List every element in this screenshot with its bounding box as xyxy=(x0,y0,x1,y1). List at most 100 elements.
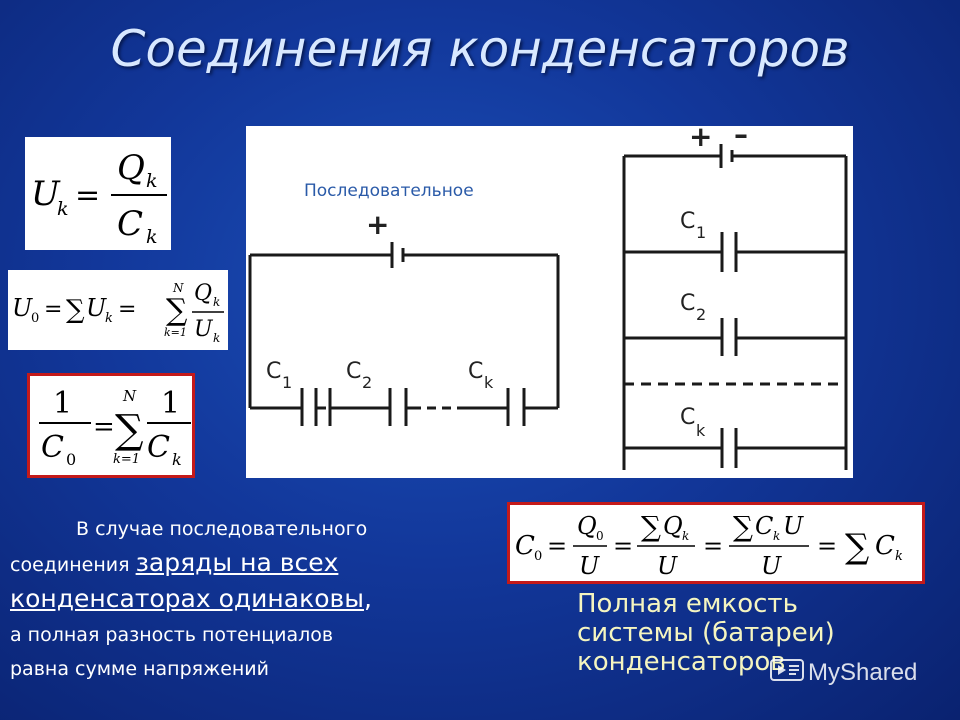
formula-upper-n: N xyxy=(122,387,137,405)
formula-upper-n: N xyxy=(172,281,184,295)
formula-lower-k1: k=1 xyxy=(113,452,140,467)
watermark-text: MyShared xyxy=(808,658,918,686)
series-cap-label-ck: C xyxy=(468,359,483,384)
formula-symbol-c: C xyxy=(117,204,143,244)
formula-symbol-c: C xyxy=(147,430,170,465)
formula-symbol-q: Q xyxy=(577,512,597,540)
formula-symbol-q: Q xyxy=(194,281,212,306)
series-capacitor-ck xyxy=(506,388,526,426)
formula-voltage-k: U k = Q k C k xyxy=(25,137,171,250)
formula-symbol-u: U xyxy=(12,294,33,322)
formula-symbol-u: U xyxy=(783,512,804,540)
formula-sum: ∑ xyxy=(845,527,869,567)
series-cap-sub-k: k xyxy=(484,373,494,392)
formula-sub-k: k xyxy=(57,198,69,220)
parallel-cap-sub-k: k xyxy=(696,421,706,440)
formula-sub-zero: 0 xyxy=(596,529,604,543)
formula-sum: ∑ xyxy=(66,295,85,325)
series-cap-label-c2: C xyxy=(346,359,361,384)
formula-sub-zero: 0 xyxy=(66,450,76,469)
parallel-cap-sub-2: 2 xyxy=(696,305,706,324)
formula-sub-k: k xyxy=(146,226,158,248)
series-capacitor-c1 xyxy=(300,388,318,426)
battery-plus-sign: + xyxy=(366,208,389,241)
series-cap-sub-2: 2 xyxy=(362,373,372,392)
parallel-rails xyxy=(622,156,848,470)
formula-series-capacity: 1 C 0 = N ∑ k=1 1 C k xyxy=(27,373,195,478)
series-text-line-2a: соединения xyxy=(10,554,136,576)
series-cap-label-c1: C xyxy=(266,359,281,384)
series-cap-sub-1: 1 xyxy=(282,373,292,392)
formula-equals: = xyxy=(44,297,62,322)
formula-one: 1 xyxy=(161,386,180,421)
formula-sum: ∑ xyxy=(115,407,144,453)
series-text-line-2: соединения заряды на всех xyxy=(10,546,480,582)
series-text-comma: , xyxy=(363,584,372,613)
formula-symbol-c: C xyxy=(41,430,64,465)
battery-plus-sign: + xyxy=(689,126,712,153)
series-text-line-3: конденсаторах одинаковы, xyxy=(10,582,480,618)
capacity-caption-line-3: конденсаторов xyxy=(577,647,786,677)
formula-sub-k: k xyxy=(146,170,158,192)
formula-symbol-u: U xyxy=(86,294,107,322)
formula-symbol-u: U xyxy=(761,552,782,580)
formula-symbol-u: U xyxy=(579,552,600,580)
formula-sub-k: k xyxy=(773,529,780,543)
formula-equals: = xyxy=(118,297,136,322)
parallel-branch-c2 xyxy=(624,318,846,356)
parallel-battery xyxy=(624,144,846,168)
series-text-underlined-charges: заряды на всех xyxy=(135,548,339,577)
formula-sub-k: k xyxy=(105,311,113,326)
formula-sub-zero: 0 xyxy=(534,549,542,564)
formula-sum: ∑ xyxy=(641,510,661,543)
formula-equals: = xyxy=(613,532,633,560)
formula-equals: = xyxy=(93,412,115,442)
series-text-underlined-equal: конденсаторах одинаковы xyxy=(10,584,364,613)
slide-title: Соединения конденсаторов xyxy=(110,20,850,78)
formula-symbol-c: C xyxy=(755,512,773,540)
series-text-line-1: В случае последовательного xyxy=(76,518,368,540)
series-connection-label: Последовательное xyxy=(304,181,474,201)
formula-total-voltage: U 0 = ∑ U k = N ∑ k=1 Q k U k xyxy=(8,270,228,350)
formula-equals: = xyxy=(547,532,567,560)
formula-lower-k1: k=1 xyxy=(164,326,187,339)
parallel-branch-ck xyxy=(624,428,846,468)
formula-symbol-c: C xyxy=(515,531,535,561)
parallel-cap-label-c2: C xyxy=(680,291,695,316)
series-text-line-4: а полная разность потенциалов xyxy=(10,624,334,646)
battery-minus-sign: – xyxy=(734,126,748,151)
parallel-cap-sub-1: 1 xyxy=(696,223,706,242)
formula-equals: = xyxy=(817,532,837,560)
formula-symbol-u: U xyxy=(657,552,678,580)
formula-sub-k: k xyxy=(895,549,903,564)
formula-symbol-c: C xyxy=(875,531,895,561)
formula-sub-k: k xyxy=(682,529,689,543)
series-loop-wires xyxy=(248,255,560,410)
formula-symbol-q: Q xyxy=(663,512,683,540)
formula-sub-k: k xyxy=(213,295,220,309)
formula-sub-k: k xyxy=(172,450,182,469)
parallel-cap-label-c1: C xyxy=(680,209,695,234)
formula-one: 1 xyxy=(53,386,72,421)
formula-symbol-q: Q xyxy=(117,148,145,188)
watermark: MyShared xyxy=(770,658,917,689)
circuit-diagram-panel: Последовательное + xyxy=(246,126,853,478)
series-battery xyxy=(250,242,558,268)
series-capacitor-c2 xyxy=(328,388,408,426)
watermark-logo-icon xyxy=(770,658,804,689)
formula-parallel-capacity: C 0 = Q 0 U = ∑ Q k U = ∑ C k U U = ∑ C … xyxy=(507,502,925,584)
formula-sub-zero: 0 xyxy=(31,311,39,326)
formula-symbol-u: U xyxy=(194,317,214,342)
parallel-branch-c1 xyxy=(624,232,846,272)
formula-sum: ∑ xyxy=(166,293,188,328)
series-text-line-5: равна сумме напряжений xyxy=(10,658,269,680)
capacity-caption-line-2: системы (батареи) xyxy=(577,618,835,648)
parallel-cap-label-ck: C xyxy=(680,405,695,430)
series-explanation-text: В случае последовательного соединения за… xyxy=(10,512,480,686)
formula-symbol-u: U xyxy=(31,174,61,214)
total-capacity-caption: Полная емкость системы (батареи) конденс… xyxy=(577,590,957,677)
formula-equals: = xyxy=(703,532,723,560)
formula-sum: ∑ xyxy=(733,510,753,543)
formula-sub-k: k xyxy=(213,331,220,345)
capacity-caption-line-1: Полная емкость xyxy=(577,589,798,619)
